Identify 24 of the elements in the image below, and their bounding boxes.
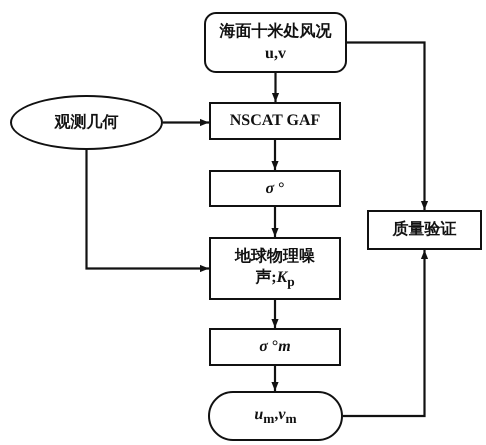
node-label: σ °m xyxy=(259,337,291,358)
node-label: u$_{m}$,v$_{m}$ xyxy=(254,404,297,428)
arrow xyxy=(271,300,279,328)
process-box xyxy=(209,102,341,140)
terminal-box xyxy=(204,12,347,73)
arrow xyxy=(271,366,279,391)
node-label: 海面十米处风况u,v xyxy=(218,22,332,64)
process-box xyxy=(209,170,341,207)
process-box xyxy=(209,328,341,366)
terminal-box xyxy=(208,391,343,441)
node-label: 地球物理噪声;K$_{p}$ xyxy=(234,246,316,292)
arrow xyxy=(271,140,279,170)
arrow xyxy=(85,150,209,272)
arrow xyxy=(347,41,428,210)
arrow xyxy=(343,250,428,418)
arrow xyxy=(272,73,280,102)
node-label: 观测几何 xyxy=(54,112,118,133)
process-box xyxy=(367,210,482,250)
node-label: 质量验证 xyxy=(392,219,456,240)
arrow xyxy=(271,207,279,237)
process-box xyxy=(209,237,341,300)
arrow xyxy=(163,118,209,126)
node-label: NSCAT GAF xyxy=(230,111,320,132)
node-label: σ ° xyxy=(265,178,285,199)
